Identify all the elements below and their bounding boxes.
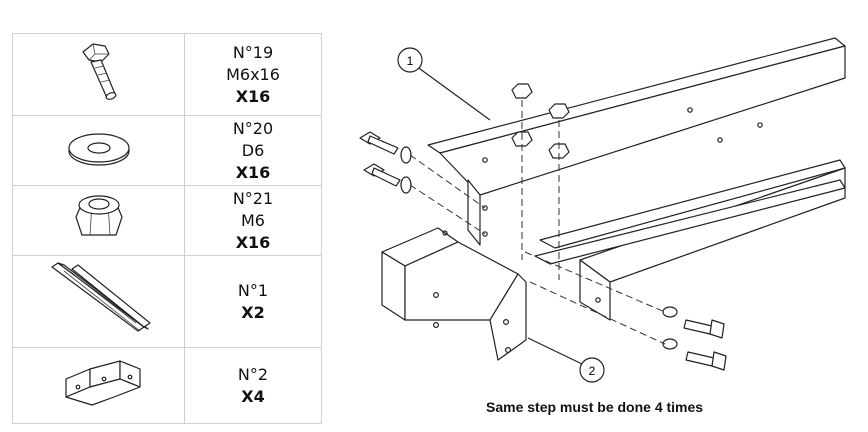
part-number: N°19 <box>232 42 274 62</box>
part-row-bolt: N°19 M6x16 X16 <box>12 33 322 116</box>
part-number: N°1 <box>237 280 269 300</box>
bolt-icon <box>81 42 116 100</box>
part-row-bracket: N°2 X4 <box>12 347 322 424</box>
part-label-cell: N°1 X2 <box>184 255 322 348</box>
part-image-cell <box>12 33 185 116</box>
part-label-cell: N°21 M6 X16 <box>184 185 322 256</box>
assembly-diagram: 1 2 <box>359 37 846 383</box>
rail-part-1 <box>427 37 846 246</box>
part-number: N°20 <box>232 118 274 138</box>
part-quantity: X16 <box>235 86 271 106</box>
part-label-cell: N°19 M6x16 X16 <box>184 33 322 116</box>
part-label-cell: N°20 D6 X16 <box>184 115 322 186</box>
parts-table: N°19 M6x16 X16 N°20 D6 X16 <box>12 33 322 424</box>
rail-icon <box>50 261 151 332</box>
part-spec: D6 <box>241 140 265 160</box>
part-quantity: X16 <box>235 162 271 182</box>
washer-icon <box>67 132 130 166</box>
part-image-cell <box>12 185 185 256</box>
part-row-rail: N°1 X2 <box>12 255 322 348</box>
bolt-hardware-right <box>662 306 727 371</box>
part-image-cell <box>12 255 185 348</box>
part-spec: M6x16 <box>226 64 280 84</box>
assembly-guide-lines <box>409 100 666 345</box>
part-quantity: X2 <box>241 302 265 322</box>
part-image-cell <box>12 347 185 424</box>
bolt-hardware-left <box>359 131 412 194</box>
step-caption: Same step must be done 4 times <box>486 399 704 415</box>
part-quantity: X4 <box>241 386 265 406</box>
part-number: N°2 <box>237 364 269 384</box>
bracket-icon <box>64 359 141 406</box>
part-row-nut: N°21 M6 X16 <box>12 185 322 256</box>
part-image-cell <box>12 115 185 186</box>
callout-1-label: 1 <box>407 54 414 68</box>
part-label-cell: N°2 X4 <box>184 347 322 424</box>
callout-2-label: 2 <box>589 364 596 378</box>
part-spec: M6 <box>241 210 265 230</box>
part-row-washer: N°20 D6 X16 <box>12 115 322 186</box>
callout-2: 2 <box>527 337 605 383</box>
rail-part-2 <box>534 122 846 321</box>
part-number: N°21 <box>232 188 274 208</box>
nut-icon <box>74 194 123 236</box>
callout-1: 1 <box>397 47 491 121</box>
bracket-part <box>381 227 527 361</box>
part-quantity: X16 <box>235 232 271 252</box>
